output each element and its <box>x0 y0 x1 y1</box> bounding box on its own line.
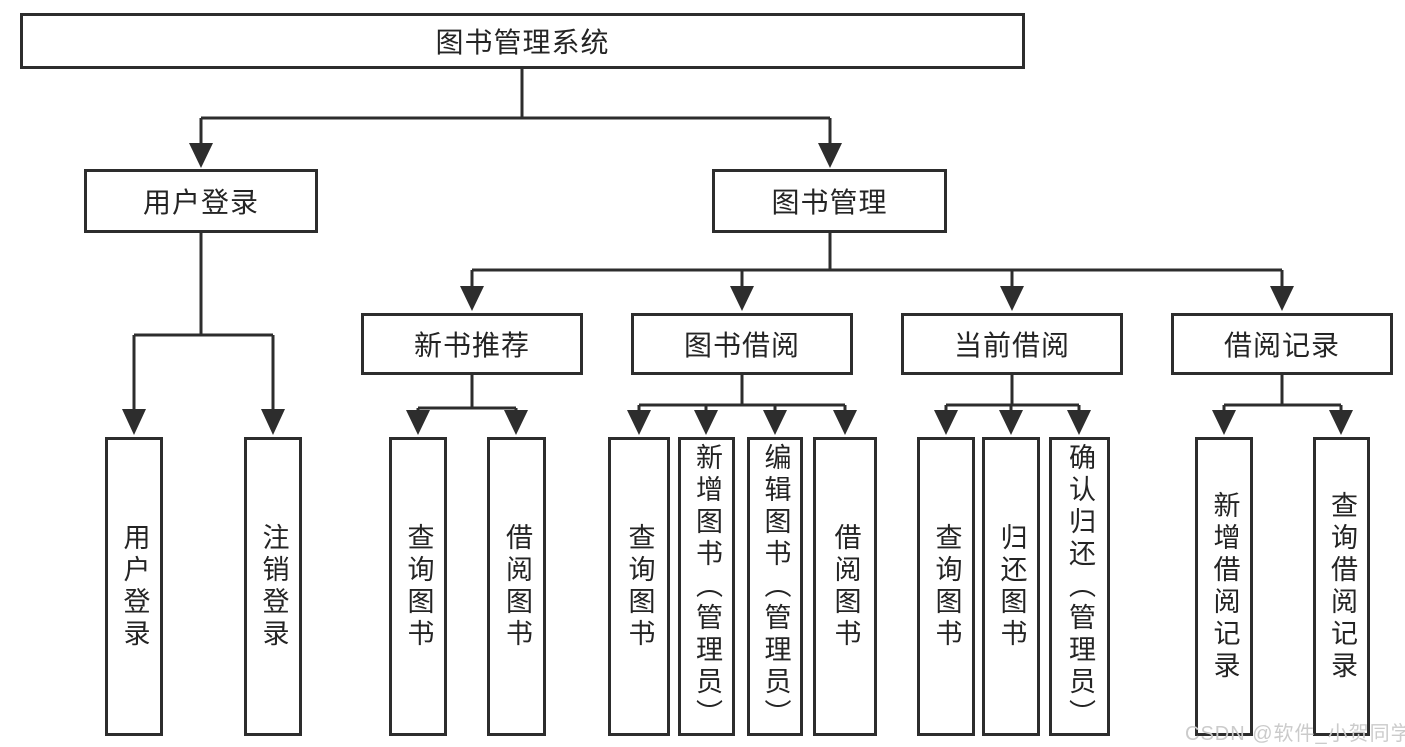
edge-borrow-record-split <box>1222 375 1343 414</box>
leaf-edit-books-admin: 编辑图书（管理员） <box>747 437 803 736</box>
leaf-newbook-borrow-books: 借阅图书 <box>487 437 546 736</box>
leaf-label: 查询图书 <box>403 522 434 651</box>
arrowhead-current-borrow <box>1000 286 1024 311</box>
arrowhead <box>934 410 958 435</box>
leaf-label: 注销登录 <box>258 522 289 651</box>
edge-user-login-split <box>132 233 275 412</box>
leaf-label: 借阅图书 <box>502 522 532 651</box>
arrowhead <box>504 410 528 435</box>
leaf-logout: 注销登录 <box>244 437 302 736</box>
arrowhead-book-management <box>818 143 842 168</box>
watermark: CSDN @软件_小贺同学 <box>1185 723 1405 745</box>
node-current-borrowing: 当前借阅 <box>901 313 1123 375</box>
edge-current-borrow-split <box>944 375 1081 414</box>
leaf-label: 编辑图书（管理员） <box>760 442 791 731</box>
edge-root-split <box>199 69 832 146</box>
arrowhead <box>1329 410 1353 435</box>
arrowhead <box>694 410 718 435</box>
arrowhead <box>1212 410 1236 435</box>
node-root: 图书管理系统 <box>20 13 1025 69</box>
leaf-add-books-admin: 新增图书（管理员） <box>678 437 735 736</box>
arrowhead <box>999 410 1023 435</box>
leaf-label: 新增图书（管理员） <box>692 442 722 731</box>
arrowhead <box>627 410 651 435</box>
edge-new-book-split <box>416 375 518 414</box>
node-book-management: 图书管理 <box>712 169 947 233</box>
edge-book-borrow-split <box>637 375 847 414</box>
leaf-current-query-books: 查询图书 <box>917 437 975 736</box>
leaf-return-books: 归还图书 <box>982 437 1040 736</box>
arrowhead-leaf-logout <box>261 409 285 435</box>
arrowhead-user-login <box>189 143 213 168</box>
leaf-label: 归还图书 <box>996 522 1027 651</box>
arrowhead-leaf-user-login <box>122 409 146 435</box>
leaf-label: 确认归还（管理员） <box>1065 442 1095 731</box>
leaf-user-login: 用户登录 <box>105 437 163 736</box>
edge-book-management-split <box>470 233 1284 289</box>
leaf-label: 查询图书 <box>624 522 655 651</box>
arrowhead-book-borrow <box>730 286 754 311</box>
node-borrowing-records: 借阅记录 <box>1171 313 1393 375</box>
arrowhead <box>833 410 857 435</box>
leaf-newbook-query-books: 查询图书 <box>389 437 447 736</box>
leaf-borrowing-borrow-books: 借阅图书 <box>813 437 877 736</box>
arrowhead-new-book <box>460 286 484 311</box>
leaf-label: 新增借阅记录 <box>1209 490 1240 683</box>
arrowhead <box>406 410 430 435</box>
leaf-query-borrow-record: 查询借阅记录 <box>1313 437 1370 736</box>
leaf-label: 查询图书 <box>931 522 962 651</box>
arrowhead-borrow-record <box>1270 286 1294 311</box>
node-new-book-recommendation: 新书推荐 <box>361 313 583 375</box>
leaf-label: 借阅图书 <box>830 522 861 651</box>
arrowhead <box>763 410 787 435</box>
leaf-confirm-return-admin: 确认归还（管理员） <box>1049 437 1110 736</box>
leaf-label: 用户登录 <box>119 522 150 651</box>
node-book-borrowing: 图书借阅 <box>631 313 853 375</box>
arrowhead <box>1067 410 1091 435</box>
node-user-login: 用户登录 <box>84 169 318 233</box>
leaf-add-borrow-record: 新增借阅记录 <box>1195 437 1253 736</box>
leaf-label: 查询借阅记录 <box>1327 490 1357 683</box>
leaf-borrowing-query-books: 查询图书 <box>608 437 670 736</box>
